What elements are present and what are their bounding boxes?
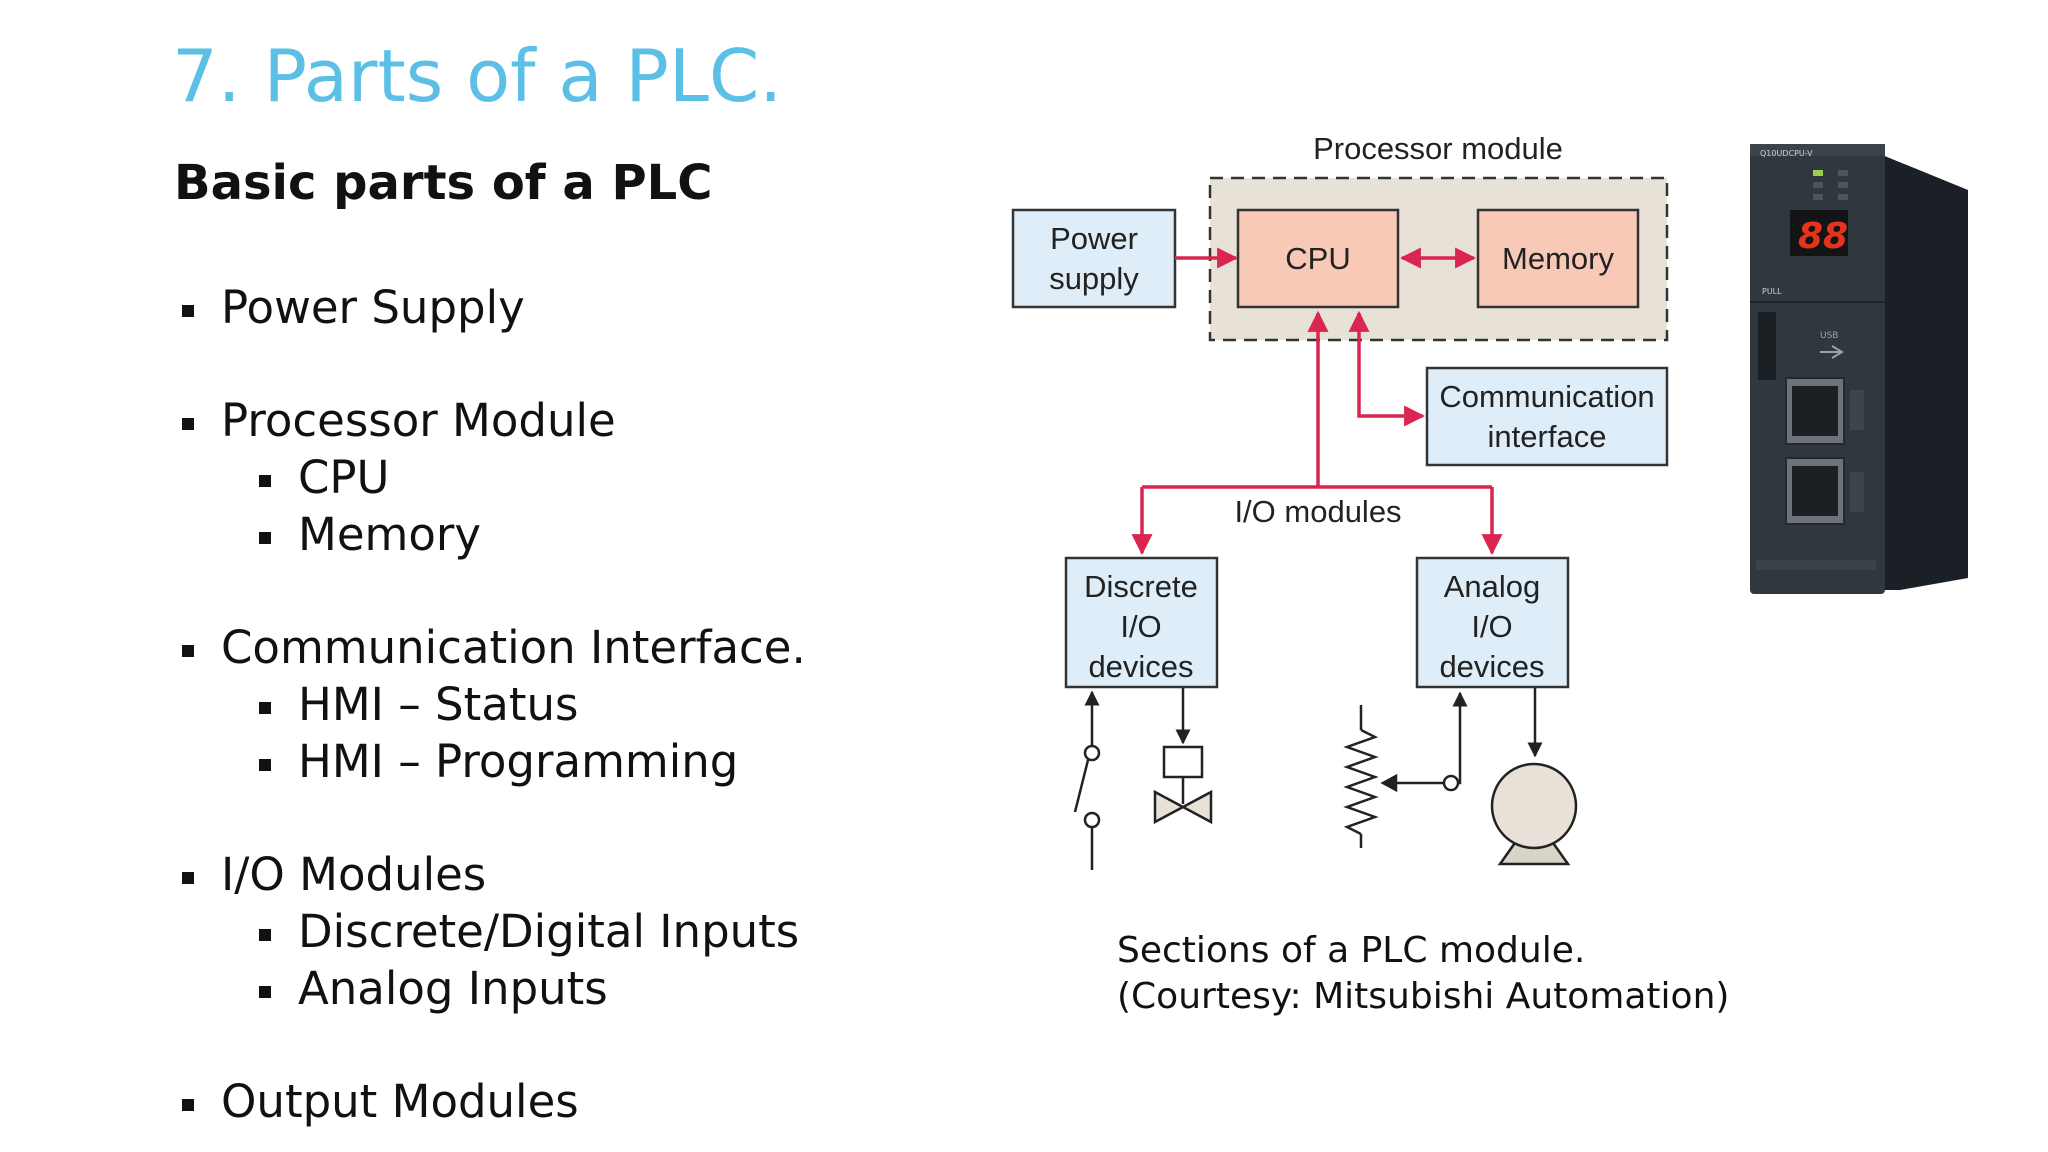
- discrete-io-label-1: Discrete: [1084, 569, 1198, 604]
- communication-interface-label-1: Communication: [1439, 379, 1654, 414]
- solenoid-valve-icon: [1153, 745, 1213, 825]
- model-label: Q10UDCPU-V: [1760, 149, 1813, 158]
- cpu-box: [1236, 208, 1400, 309]
- motor-icon: [1490, 762, 1578, 866]
- memory-box: [1476, 208, 1640, 309]
- power-supply-label-1: Power: [1050, 221, 1138, 256]
- plc-module-photo: Q10UDCPU-V 88 PULL USB: [1750, 144, 1968, 594]
- sub-bullet-hmi-programming: HMI – Programming: [258, 735, 739, 788]
- switch-icon: [1073, 744, 1101, 870]
- seven-segment-display: 88: [1798, 216, 1848, 257]
- bullet-power-supply: Power Supply: [182, 281, 525, 334]
- processor-module-label: Processor module: [1313, 131, 1563, 166]
- usb-label: USB: [1820, 331, 1838, 341]
- slide-title: 7. Parts of a PLC.: [172, 34, 783, 118]
- discrete-io-label-3: devices: [1088, 649, 1193, 684]
- bullet-communication-interface: Communication Interface.: [182, 621, 806, 674]
- bullet-output-modules: Output Modules: [182, 1075, 579, 1128]
- sub-bullet-hmi-status: HMI – Status: [258, 678, 579, 731]
- caption-line-2: (Courtesy: Mitsubishi Automation): [1117, 976, 1730, 1017]
- cpu-label: CPU: [1285, 241, 1350, 276]
- memory-label: Memory: [1502, 241, 1614, 276]
- sub-bullet-cpu: CPU: [259, 451, 390, 504]
- slide-subtitle: Basic parts of a PLC: [174, 155, 713, 211]
- discrete-io-label-2: I/O: [1120, 609, 1161, 644]
- usb-icon: [1820, 345, 1844, 359]
- sub-bullet-analog-inputs: Analog Inputs: [259, 962, 608, 1015]
- communication-interface-box: [1425, 366, 1669, 467]
- analog-io-label-3: devices: [1439, 649, 1544, 684]
- analog-io-label-2: I/O: [1471, 609, 1512, 644]
- cpu-to-comm-arrow: [1348, 310, 1426, 427]
- communication-interface-label-2: interface: [1488, 419, 1607, 454]
- potentiometer-icon: [1343, 705, 1460, 848]
- sub-bullet-discrete-inputs: Discrete/Digital Inputs: [258, 905, 800, 958]
- bullet-processor-module: Processor Module: [182, 394, 616, 447]
- analog-io-label-1: Analog: [1444, 569, 1541, 604]
- pot-input-arrow: [1452, 691, 1468, 785]
- analog-io-box: [1415, 556, 1570, 689]
- sub-bullet-memory: Memory: [258, 508, 482, 561]
- power-supply-box: [1011, 208, 1177, 309]
- bullet-io-modules: I/O Modules: [181, 848, 487, 901]
- pull-label: PULL: [1762, 287, 1782, 296]
- discrete-io-box: [1064, 556, 1219, 689]
- io-modules-label: I/O modules: [1234, 494, 1401, 529]
- power-supply-label-2: supply: [1049, 261, 1139, 296]
- caption-line-1: Sections of a PLC module.: [1117, 930, 1586, 971]
